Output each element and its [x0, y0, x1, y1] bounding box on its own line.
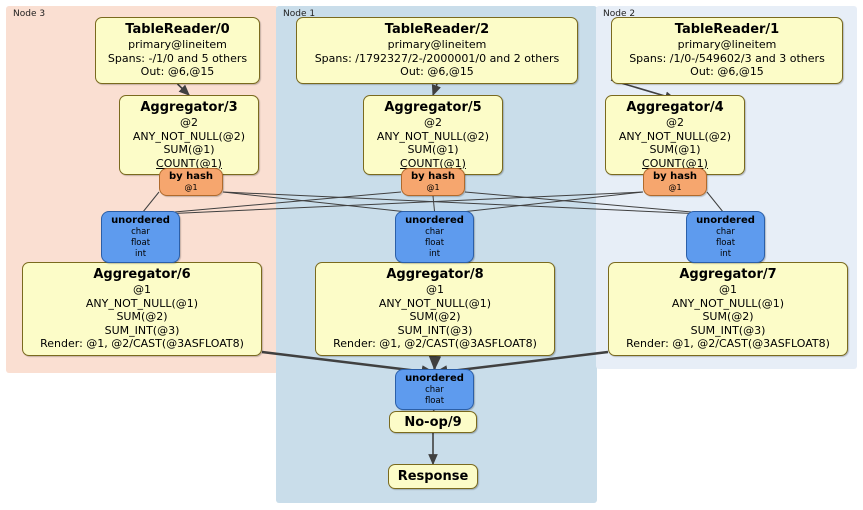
node-detail-line: float: [715, 237, 736, 248]
node-title: unordered: [405, 372, 464, 384]
node-detail-line: primary@lineitem: [128, 38, 227, 52]
node-detail-line: @1: [184, 183, 198, 192]
node-detail-line: primary@lineitem: [677, 38, 777, 52]
cluster-node-2-label: Node 2: [603, 9, 636, 19]
node-detail-line: float: [424, 395, 445, 406]
node-detail-line: SUM_INT(@3): [397, 323, 473, 337]
node-detail-line: Render: @1, @2/CAST(@3ASFLOAT8): [626, 337, 830, 351]
node-title: Response: [397, 469, 469, 484]
node-detail-line: ANY_NOT_NULL(@1): [378, 296, 492, 310]
node-detail-line: @2: [424, 116, 442, 129]
node-title: No-op/9: [404, 414, 462, 430]
node-detail-line: Spans: /1792327/2-/2000001/0 and 2 other…: [314, 51, 560, 65]
node-title: Aggregator/8: [386, 267, 484, 283]
node-detail-line: primary@lineitem: [387, 38, 487, 52]
node-title: TableReader/0: [125, 22, 230, 38]
node-title: Aggregator/7: [679, 267, 777, 283]
node-detail-line: COUNT(@1): [156, 156, 222, 170]
node-title: by hash: [168, 171, 214, 182]
node-title: unordered: [405, 214, 464, 226]
node-detail-line: ANY_NOT_NULL(@1): [85, 296, 199, 310]
node-detail-line: Out: @6,@15: [690, 65, 764, 79]
node-title: Aggregator/6: [93, 267, 191, 283]
node-title: TableReader/2: [384, 22, 490, 38]
node-detail-line: @1: [719, 283, 737, 297]
node-detail-line: int: [134, 248, 147, 259]
node-detail-line: @2: [180, 116, 198, 129]
node-title: TableReader/1: [674, 22, 780, 38]
node-by-hash-3[interactable]: by hash@1: [159, 168, 223, 196]
node-detail-line: @2: [666, 116, 684, 129]
node-by-hash-5[interactable]: by hash@1: [401, 168, 465, 196]
cluster-node-3-label: Node 3: [13, 9, 46, 19]
node-detail-line: Render: @1, @2/CAST(@3ASFLOAT8): [40, 337, 244, 351]
node-detail-line: Out: @6,@15: [140, 65, 215, 79]
node-detail-line: int: [428, 248, 441, 259]
node-no-op-9[interactable]: No-op/9: [389, 411, 477, 433]
node-detail-line: @1: [668, 183, 682, 192]
node-detail-line: COUNT(@1): [400, 156, 466, 170]
node-title: Aggregator/3: [140, 100, 238, 115]
node-detail-line: @1: [133, 283, 151, 297]
node-detail-line: SUM(@1): [407, 143, 459, 156]
node-detail-line: int: [719, 248, 732, 259]
node-detail-line: SUM_INT(@3): [104, 323, 180, 337]
node-detail-line: ANY_NOT_NULL(@2): [618, 129, 732, 143]
node-detail-line: Spans: -/1/0 and 5 others: [107, 51, 248, 65]
node-title: unordered: [696, 214, 755, 226]
node-title: Aggregator/5: [384, 100, 482, 115]
node-detail-line: char: [716, 226, 735, 237]
node-detail-line: SUM(@2): [409, 310, 461, 324]
node-title: Aggregator/4: [626, 100, 724, 115]
node-detail-line: ANY_NOT_NULL(@1): [671, 296, 785, 310]
node-response[interactable]: Response: [388, 464, 478, 489]
node-title: by hash: [410, 171, 456, 182]
node-detail-line: char: [425, 226, 444, 237]
node-title: by hash: [652, 171, 698, 182]
node-detail-line: Spans: /1/0-/549602/3 and 3 others: [629, 51, 825, 65]
node-detail-line: float: [130, 237, 151, 248]
node-detail-line: Out: @6,@15: [400, 65, 474, 79]
node-detail-line: char: [131, 226, 150, 237]
node-detail-line: SUM(@2): [116, 310, 168, 324]
node-detail-line: SUM(@2): [702, 310, 754, 324]
node-detail-line: SUM(@1): [649, 143, 701, 156]
node-detail-line: ANY_NOT_NULL(@2): [376, 129, 490, 143]
node-detail-line: COUNT(@1): [642, 156, 708, 170]
cluster-node-1-label: Node 1: [283, 9, 316, 19]
node-by-hash-4[interactable]: by hash@1: [643, 168, 707, 196]
node-detail-line: ANY_NOT_NULL(@2): [132, 129, 246, 143]
node-detail-line: char: [425, 384, 444, 395]
node-detail-line: SUM_INT(@3): [690, 323, 766, 337]
node-detail-line: @1: [426, 283, 444, 297]
node-detail-line: Render: @1, @2/CAST(@3ASFLOAT8): [333, 337, 537, 351]
node-detail-line: SUM(@1): [163, 143, 215, 156]
node-detail-line: @1: [426, 183, 440, 192]
node-detail-line: float: [424, 237, 445, 248]
node-title: unordered: [111, 214, 170, 226]
